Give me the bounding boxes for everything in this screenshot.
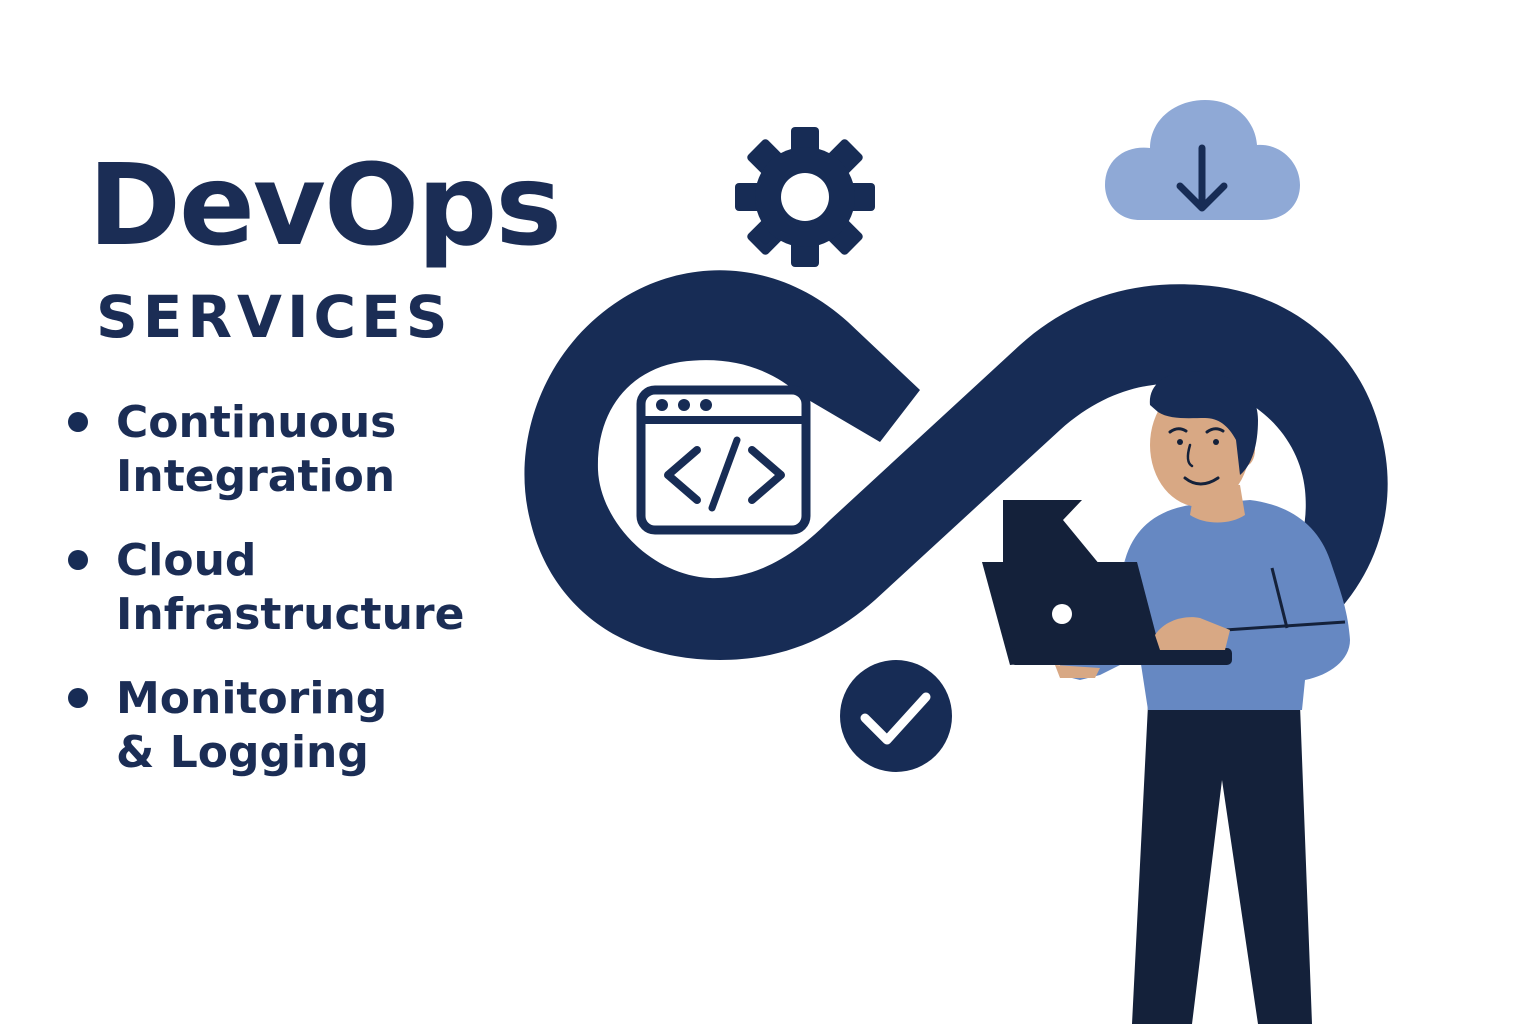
code-window-icon — [636, 385, 811, 535]
service-label-line-1: Cloud — [116, 535, 257, 586]
service-label-line-2: & Logging — [116, 727, 369, 778]
services-list: Continuous Integration Cloud Infrastruct… — [68, 396, 556, 810]
gear-icon — [735, 127, 875, 267]
bullet-icon — [68, 688, 88, 708]
infinity-loop-icon — [524, 270, 1388, 660]
list-item: Continuous Integration — [68, 396, 556, 504]
bullet-icon — [68, 412, 88, 432]
service-label-line-2: Infrastructure — [116, 589, 465, 640]
developer-illustration — [982, 371, 1350, 1024]
page-title: DevOps — [88, 141, 562, 271]
text-panel: DevOps SERVICES Continuous Integration C… — [0, 0, 562, 1024]
service-label-line-1: Continuous — [116, 397, 397, 448]
cloud-download-icon — [1105, 100, 1300, 220]
page-subtitle: SERVICES — [96, 283, 453, 351]
list-item: Monitoring & Logging — [68, 672, 556, 780]
service-label-line-2: Integration — [116, 451, 396, 502]
bullet-icon — [68, 550, 88, 570]
list-item: Cloud Infrastructure — [68, 534, 556, 642]
check-circle-icon — [840, 660, 952, 772]
service-label-line-1: Monitoring — [116, 673, 388, 724]
